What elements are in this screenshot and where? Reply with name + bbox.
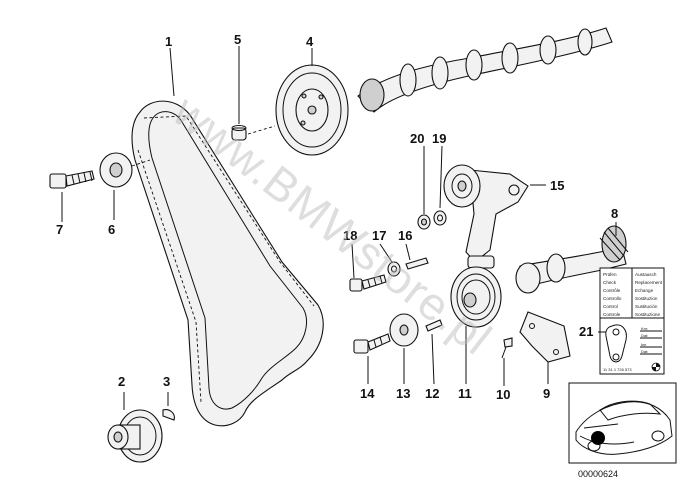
intermediate-shaft — [515, 225, 629, 294]
callout-1: 1 — [165, 34, 172, 49]
tensioner-assembly — [443, 164, 529, 269]
callout-17: 17 — [372, 228, 386, 243]
callout-3: 3 — [163, 374, 170, 389]
location-marker — [591, 431, 605, 445]
leader-lines — [61, 46, 617, 410]
card-row-6-right: Sostituzione — [635, 312, 660, 317]
callout-11: 11 — [458, 386, 472, 401]
callout-13: 13 — [396, 386, 410, 401]
card-field-4: Dat: — [641, 349, 648, 354]
card-row-1-right: Austausch — [635, 272, 657, 277]
camshaft-sprocket — [275, 64, 349, 156]
card-part-code: 11 31 1 726 573 — [603, 367, 632, 372]
card-row-6-left: Controle — [603, 312, 621, 317]
idler-washer — [99, 152, 151, 188]
card-row-4-left: Controllo — [603, 296, 622, 301]
service-label-card: Prüfen Austausch Check Replacement Contr… — [599, 267, 665, 375]
callout-18: 18 — [343, 228, 357, 243]
callout-9: 9 — [543, 386, 550, 401]
vehicle-location-inset — [568, 382, 677, 464]
timing-belt — [131, 100, 324, 427]
diagram-id: 00000624 — [578, 469, 618, 479]
washer-20 — [417, 214, 431, 230]
card-row-1-left: Prüfen — [603, 272, 617, 277]
callout-numbers: 1 2 3 4 5 6 7 8 9 10 11 12 13 14 15 16 1… — [56, 32, 618, 402]
callout-20: 20 — [410, 131, 424, 146]
card-row-3-right: Echange — [635, 288, 654, 293]
dowel-sleeve — [231, 125, 276, 141]
pin-12 — [425, 319, 443, 332]
washer-13 — [389, 313, 419, 347]
bolt-7 — [49, 170, 95, 189]
bolt-14 — [353, 333, 391, 354]
callout-6: 6 — [108, 222, 115, 237]
callout-21: 21 — [579, 324, 593, 339]
washer-17 — [387, 261, 401, 277]
pin-16 — [405, 257, 429, 270]
camshaft — [357, 27, 613, 113]
callout-14: 14 — [360, 386, 375, 401]
callout-15: 15 — [550, 178, 564, 193]
idler-pulley — [450, 266, 502, 328]
screw-10 — [501, 337, 513, 359]
callout-7: 7 — [56, 222, 63, 237]
callout-5: 5 — [234, 32, 241, 47]
woodruff-key — [162, 409, 175, 421]
washer-19 — [433, 210, 447, 226]
callout-8: 8 — [611, 206, 618, 221]
callout-19: 19 — [432, 131, 446, 146]
card-row-5-right: Sustitución — [635, 304, 658, 309]
callout-10: 10 — [496, 387, 510, 402]
card-row-2-right: Replacement — [635, 280, 663, 285]
card-row-5-left: Control — [603, 304, 618, 309]
card-field-2: Dat: — [641, 333, 648, 338]
card-row-4-right: Sostituzion — [635, 296, 658, 301]
callout-4: 4 — [306, 34, 314, 49]
callout-12: 12 — [425, 386, 439, 401]
card-field-1: Km: — [641, 326, 648, 331]
callout-2: 2 — [118, 374, 125, 389]
bracket-plate — [519, 311, 571, 363]
card-row-3-left: Contrôle — [603, 288, 621, 293]
card-row-2-left: Check — [603, 280, 617, 285]
card-field-3: km — [641, 342, 647, 347]
callout-16: 16 — [398, 228, 412, 243]
crankshaft-sprocket — [107, 409, 163, 463]
bolt-18 — [349, 274, 387, 292]
